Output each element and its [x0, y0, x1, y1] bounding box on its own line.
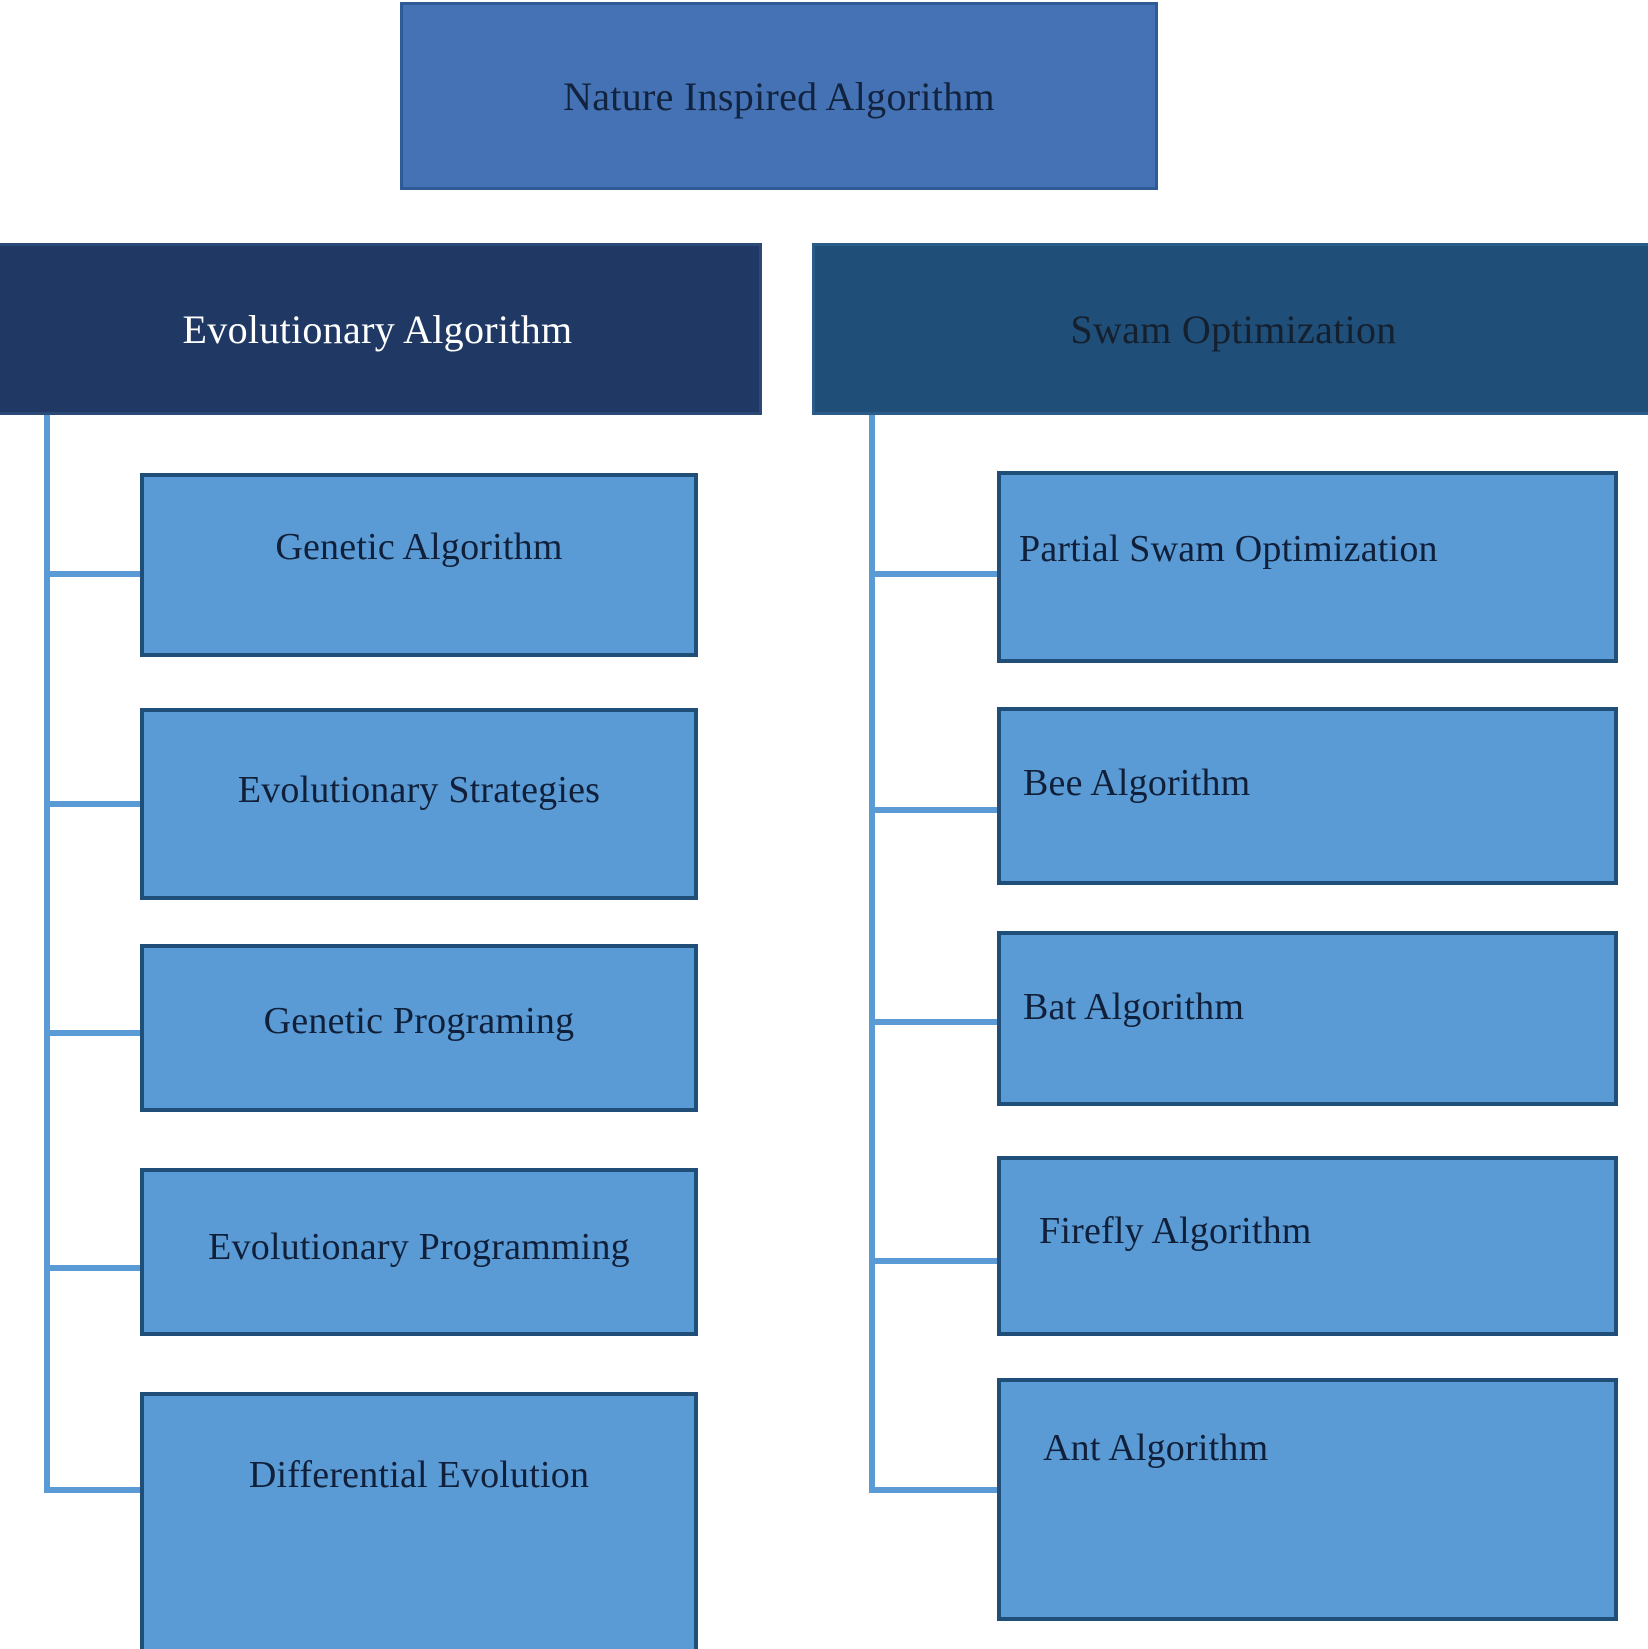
branch-node-evolutionary-algorithm-label: Evolutionary Algorithm [182, 306, 573, 352]
leaf-node-bat-algorithm-label: Bat Algorithm [1023, 985, 1245, 1028]
leaf-node-genetic-algorithm[interactable]: Genetic Algorithm [140, 473, 698, 657]
connector-branch-left-5 [44, 1487, 144, 1493]
leaf-node-differential-evolution-label: Differential Evolution [248, 1453, 590, 1496]
connector-trunk-left [44, 415, 50, 1493]
root-node-label: Nature Inspired Algorithm [563, 73, 995, 119]
connector-branch-left-3 [44, 1030, 144, 1036]
leaf-node-evolutionary-programming[interactable]: Evolutionary Programming [140, 1168, 698, 1336]
leaf-node-evolutionary-strategies-label: Evolutionary Strategies [237, 769, 601, 811]
connector-branch-right-3 [869, 1019, 1001, 1025]
connector-trunk-right [869, 415, 875, 1493]
leaf-node-genetic-algorithm-label: Genetic Algorithm [275, 526, 563, 568]
branch-node-evolutionary-algorithm[interactable]: Evolutionary Algorithm [0, 243, 762, 415]
leaf-node-bee-algorithm[interactable]: Bee Algorithm [997, 707, 1618, 885]
leaf-node-bat-algorithm[interactable]: Bat Algorithm [997, 931, 1618, 1106]
root-node-nature-inspired-algorithm[interactable]: Nature Inspired Algorithm [400, 2, 1158, 190]
leaf-node-firefly-algorithm[interactable]: Firefly Algorithm [997, 1156, 1618, 1336]
leaf-node-evolutionary-strategies[interactable]: Evolutionary Strategies [140, 708, 698, 900]
connector-branch-left-1 [44, 571, 144, 577]
connector-branch-right-5 [869, 1487, 1001, 1493]
branch-node-swam-optimization[interactable]: Swam Optimization [812, 243, 1648, 415]
leaf-node-ant-algorithm[interactable]: Ant Algorithm [997, 1378, 1618, 1621]
leaf-node-genetic-programing[interactable]: Genetic Programing [140, 944, 698, 1112]
leaf-node-ant-algorithm-label: Ant Algorithm [1043, 1426, 1269, 1469]
leaf-node-evolutionary-programming-label: Evolutionary Programming [208, 1226, 630, 1268]
leaf-node-bee-algorithm-label: Bee Algorithm [1023, 762, 1251, 804]
leaf-node-partial-swam-optimization-label: Partial Swam Optimization [1019, 528, 1438, 570]
leaf-node-genetic-programing-label: Genetic Programing [263, 1000, 575, 1042]
leaf-node-partial-swam-optimization[interactable]: Partial Swam Optimization [997, 471, 1618, 663]
connector-branch-right-2 [869, 807, 1001, 813]
connector-branch-left-2 [44, 801, 144, 807]
connector-branch-right-1 [869, 571, 1001, 577]
leaf-node-firefly-algorithm-label: Firefly Algorithm [1039, 1210, 1312, 1252]
connector-branch-left-4 [44, 1265, 144, 1271]
leaf-node-differential-evolution[interactable]: Differential Evolution [140, 1392, 698, 1649]
connector-branch-right-4 [869, 1258, 1001, 1264]
branch-node-swam-optimization-label: Swam Optimization [1070, 306, 1397, 352]
